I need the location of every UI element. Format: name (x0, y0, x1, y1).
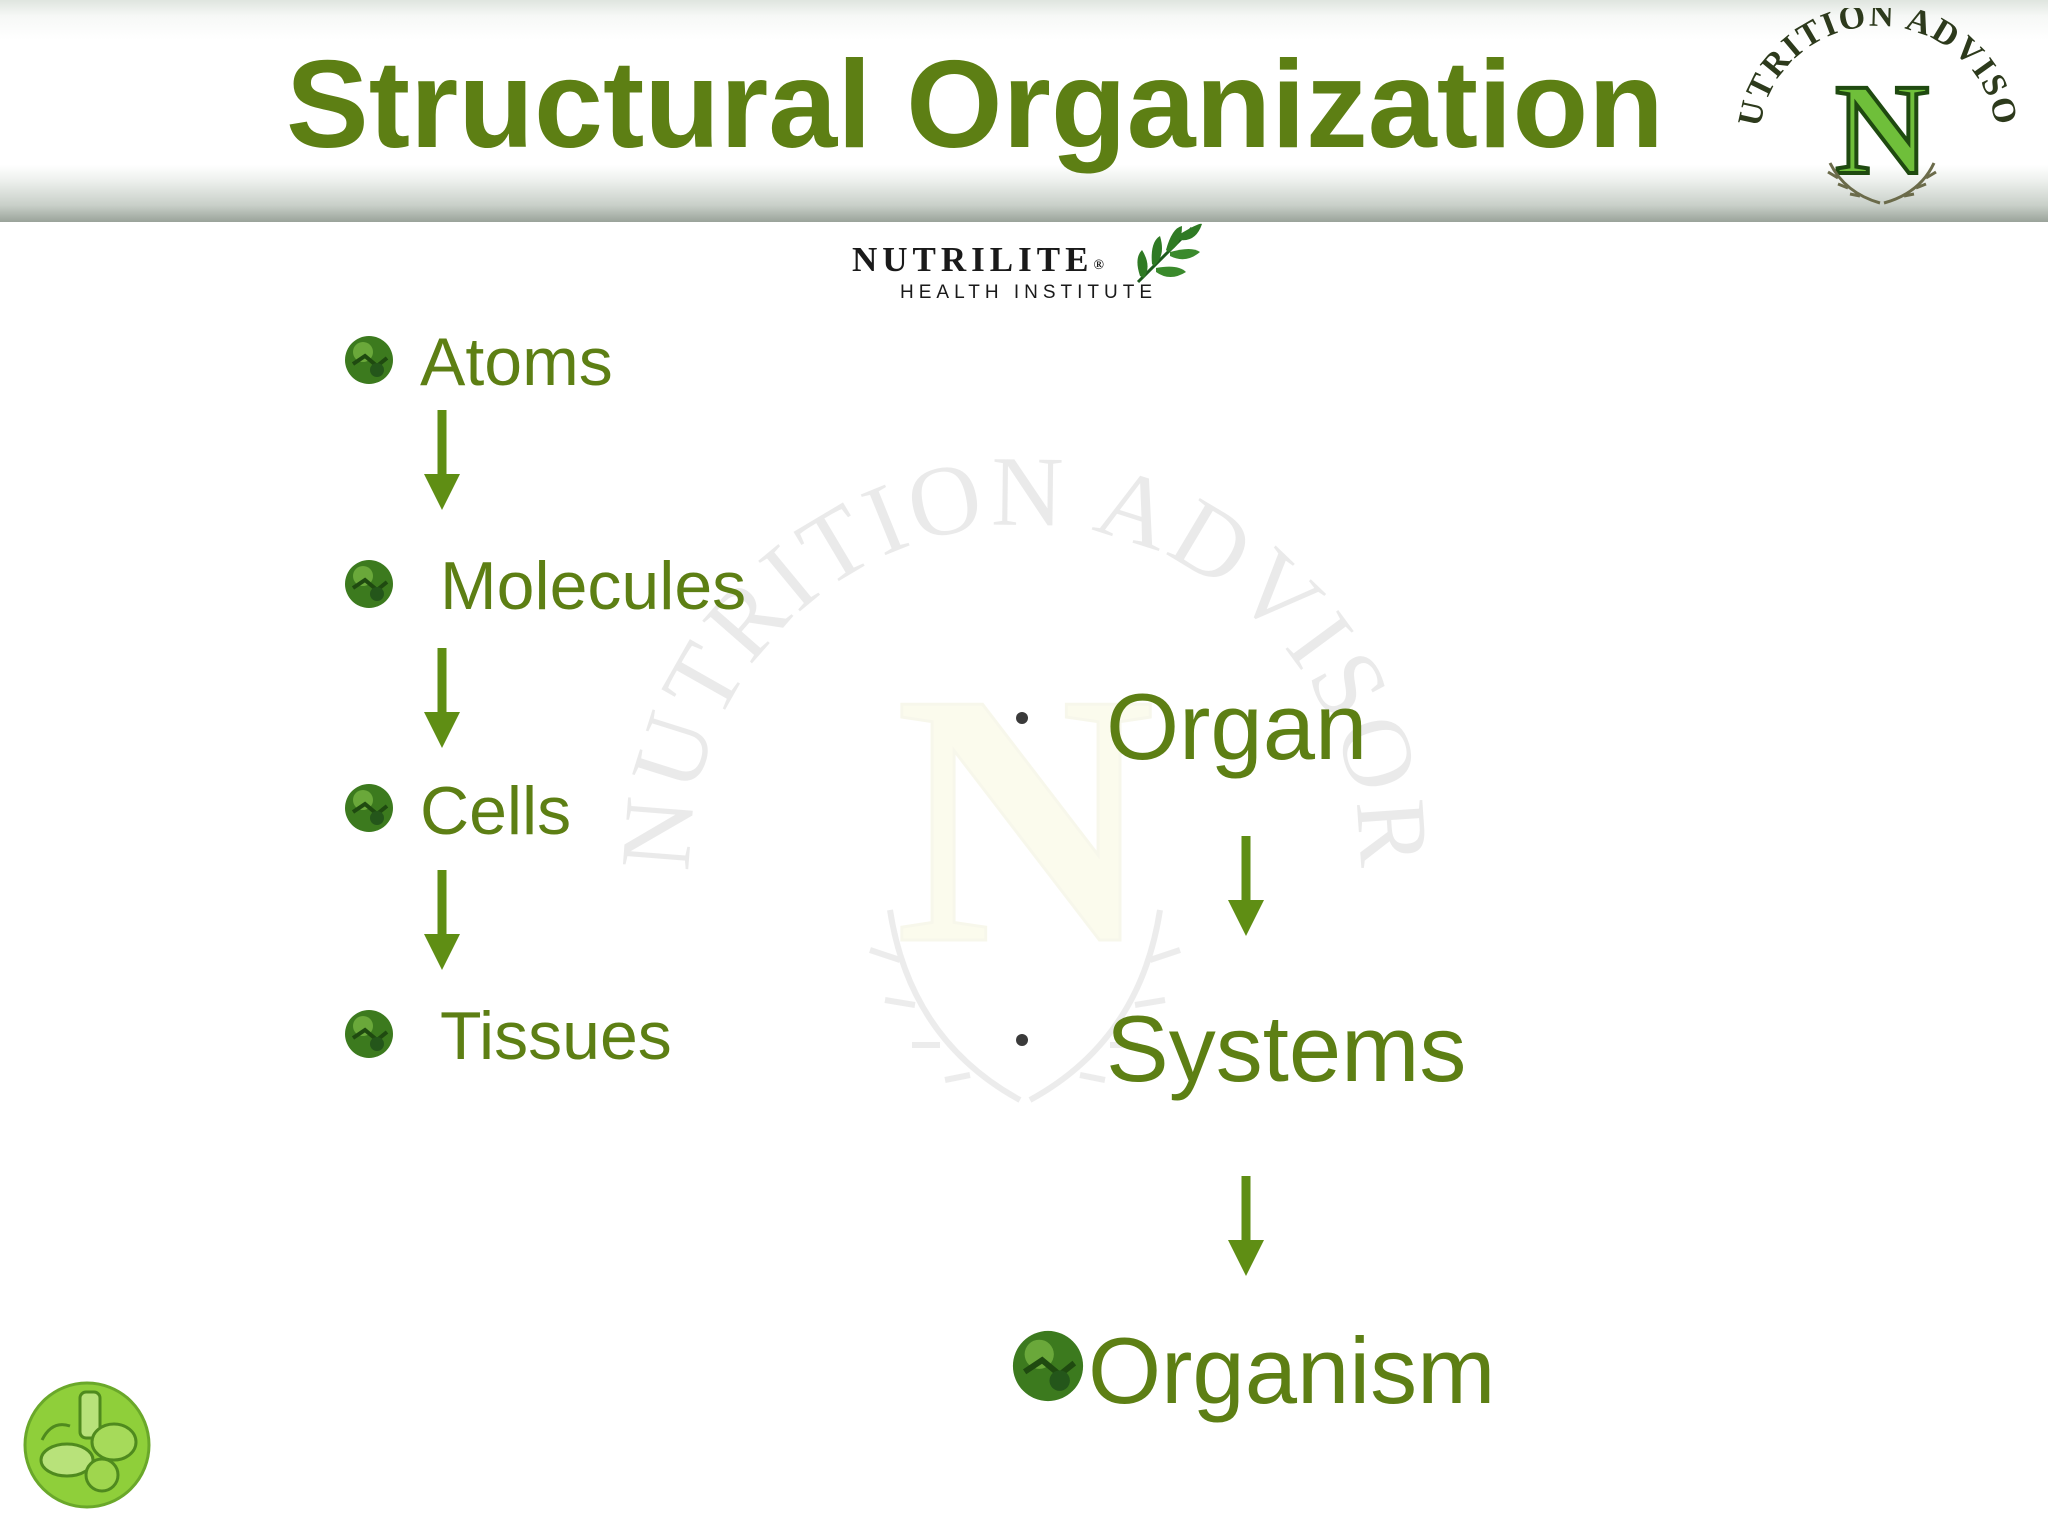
left-item-label: Molecules (440, 548, 747, 624)
down-arrow-icon (422, 648, 462, 748)
bullet-gem-icon (343, 1008, 395, 1060)
down-arrow-icon (1226, 836, 1266, 936)
left-item-label: Tissues (440, 998, 672, 1074)
bullet-gem-icon (1010, 1328, 1086, 1404)
nutrition-advisor-watermark-icon: NUTRITION ADVISOR N (599, 436, 1450, 1160)
dot-bullet (1016, 712, 1028, 724)
dot-bullet (1016, 1034, 1028, 1046)
seal-letter: N (1835, 58, 1929, 202)
watermark-letter: N (895, 619, 1155, 1018)
right-item-label: Organism (1088, 1318, 1496, 1423)
brand-subtitle: HEALTH INSTITUTE (900, 282, 1157, 303)
right-item-label: Systems (1106, 996, 1467, 1101)
leaf-icon (1130, 220, 1205, 290)
down-arrow-icon (1226, 1176, 1266, 1276)
right-item-label: Organ (1106, 674, 1368, 779)
down-arrow-icon (422, 870, 462, 970)
nutrition-advisor-seal-icon: NUTRITION ADVISOR N (1707, 0, 2030, 218)
brand-name: NUTRILITE® (852, 240, 1104, 279)
slide-header (0, 0, 2048, 222)
food-basket-icon (22, 1380, 152, 1510)
left-item-label: Atoms (420, 324, 613, 400)
slide-title: Structural Organization (286, 36, 1664, 174)
bullet-gem-icon (343, 558, 395, 610)
nutrilite-brand: NUTRILITE® HEALTH INSTITUTE (850, 220, 1202, 310)
bullet-gem-icon (343, 334, 395, 386)
bullet-gem-icon (343, 782, 395, 834)
left-item-label: Cells (420, 773, 572, 849)
down-arrow-icon (422, 410, 462, 510)
